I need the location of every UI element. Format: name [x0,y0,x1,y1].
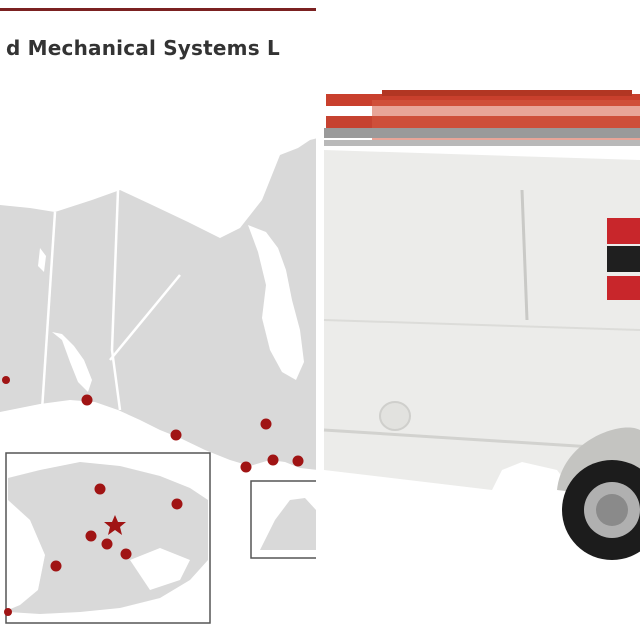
star-icon [104,515,126,535]
location-dot [171,498,183,510]
body-panel-line [323,319,640,331]
location-dot [267,454,279,466]
lake-shape [38,248,46,272]
location-dot [4,608,12,616]
inset-land-region [260,498,316,550]
divider [316,0,322,640]
lake-shape [130,548,190,590]
location-dot [101,538,113,550]
province-border [109,274,181,361]
location-dot [240,461,252,473]
location-dot [94,483,106,495]
service-area-map [0,138,318,624]
service-van-image [323,90,640,560]
location-dot [260,418,272,430]
location-dot [2,376,10,384]
location-dot [170,429,182,441]
location-dot [81,394,93,406]
roof-rack [324,128,640,138]
location-markers [2,376,304,616]
land-region [0,138,318,470]
province-border [110,189,122,411]
lake-shape [8,500,45,610]
body-panel-line [520,189,529,321]
location-dot [85,530,97,542]
service-area-map-panel: d Mechanical Systems L [0,0,318,640]
header-rule [0,8,316,11]
location-dot [120,548,132,560]
province-border [40,211,57,411]
fuel-door [379,401,411,431]
location-dot [50,560,62,572]
company-decal [607,218,640,300]
map-title: d Mechanical Systems L [6,36,280,60]
lake-shape [52,332,92,392]
location-dot [292,455,304,467]
lake-shape [248,225,304,380]
service-van-photo [322,0,640,640]
